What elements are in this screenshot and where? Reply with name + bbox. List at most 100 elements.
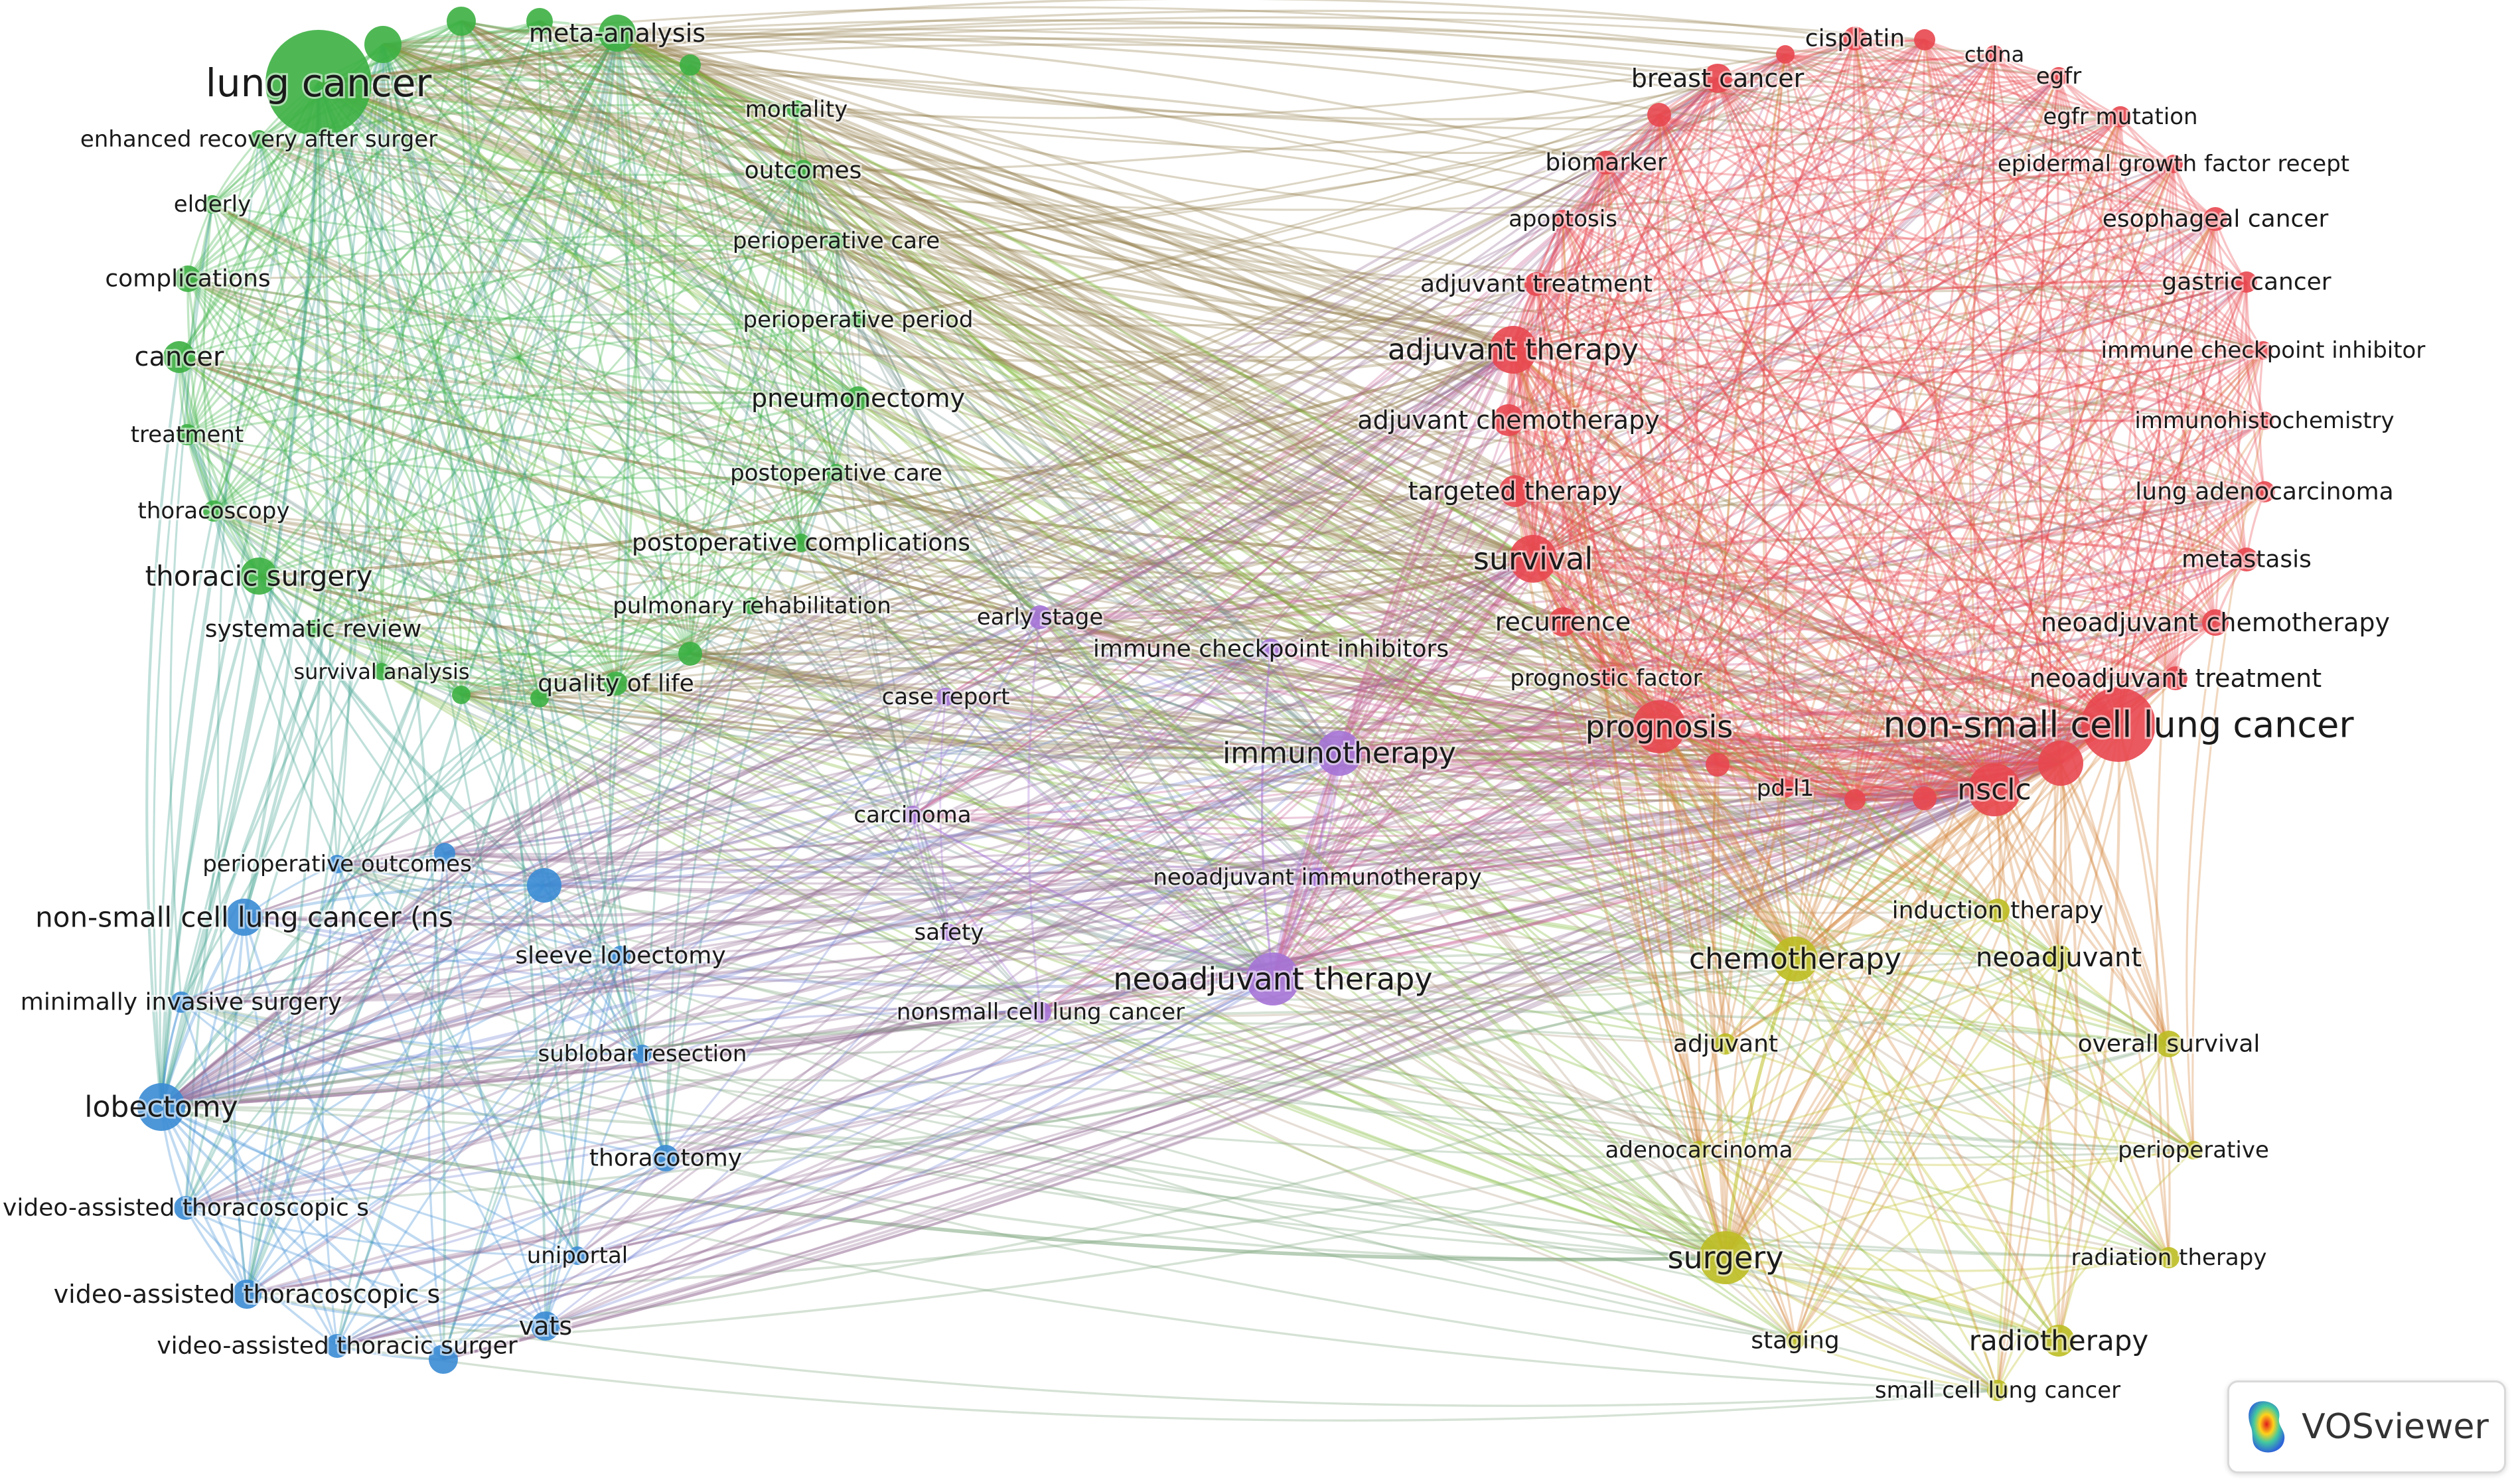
node-red[interactable] — [2202, 609, 2229, 636]
node-red[interactable] — [1524, 272, 1548, 296]
node-green[interactable] — [203, 195, 222, 214]
node-red[interactable] — [1703, 64, 1732, 93]
node-green[interactable] — [265, 30, 372, 136]
node-green[interactable] — [250, 130, 268, 149]
node-blue[interactable] — [226, 899, 263, 936]
node-yellow[interactable] — [2184, 1141, 2203, 1159]
edge — [664, 398, 859, 1159]
node-green[interactable] — [846, 386, 870, 410]
node-yellow[interactable] — [1773, 936, 1818, 982]
node-red[interactable] — [1968, 763, 2021, 816]
node-yellow[interactable] — [2158, 1247, 2180, 1268]
node-purple[interactable] — [1260, 638, 1282, 660]
node-green[interactable] — [452, 686, 471, 704]
node-green[interactable] — [240, 557, 277, 595]
node-red[interactable] — [1493, 404, 1524, 436]
node-green[interactable] — [792, 160, 814, 181]
node-green[interactable] — [604, 672, 628, 696]
node-blue[interactable] — [137, 1083, 185, 1131]
node-green[interactable] — [743, 597, 761, 615]
node-blue[interactable] — [611, 946, 630, 966]
node-red[interactable] — [1985, 45, 2004, 64]
node-red[interactable] — [1594, 151, 1618, 175]
node-yellow[interactable] — [1690, 1141, 1708, 1159]
node-yellow[interactable] — [1986, 899, 2010, 923]
node-red[interactable] — [2235, 548, 2258, 571]
node-purple[interactable] — [1317, 731, 1362, 776]
node-green[interactable] — [530, 689, 549, 707]
node-red[interactable] — [1913, 786, 1937, 810]
node-red[interactable] — [1914, 29, 1935, 50]
node-red[interactable] — [2049, 67, 2068, 86]
node-red[interactable] — [1489, 326, 1537, 374]
node-red[interactable] — [1509, 535, 1557, 583]
node-blue[interactable] — [652, 1145, 679, 1171]
node-red[interactable] — [2081, 688, 2156, 762]
node-green[interactable] — [447, 7, 476, 36]
node-blue[interactable] — [328, 855, 346, 873]
node-purple[interactable] — [1030, 1002, 1051, 1023]
node-green[interactable] — [175, 265, 201, 292]
node-green[interactable] — [792, 534, 810, 552]
node-blue[interactable] — [434, 843, 455, 864]
node-green[interactable] — [177, 424, 198, 445]
node-red[interactable] — [1499, 475, 1531, 507]
edge — [1532, 557, 2061, 765]
node-red[interactable] — [1595, 668, 1617, 689]
node-red[interactable] — [1776, 45, 1795, 64]
node-purple[interactable] — [936, 688, 955, 706]
node-red[interactable] — [1776, 779, 1795, 798]
node-green[interactable] — [787, 100, 806, 119]
node-green[interactable] — [599, 15, 636, 52]
node-red[interactable] — [2038, 741, 2083, 786]
node-blue[interactable] — [633, 1045, 652, 1063]
node-green[interactable] — [828, 232, 845, 250]
node-green[interactable] — [680, 54, 701, 76]
node-green[interactable] — [526, 8, 553, 35]
node-red[interactable] — [1633, 700, 1686, 753]
node-yellow[interactable] — [1786, 1331, 1805, 1350]
node-red[interactable] — [1548, 607, 1578, 636]
node-purple[interactable] — [1028, 605, 1052, 629]
node-red[interactable] — [1843, 27, 1867, 50]
node-green[interactable] — [827, 464, 846, 482]
node-blue[interactable] — [232, 1280, 261, 1309]
node-purple[interactable] — [1246, 952, 1299, 1005]
node-blue[interactable] — [174, 1196, 198, 1220]
edge — [318, 82, 1041, 619]
node-red[interactable] — [2236, 271, 2257, 293]
node-blue[interactable] — [531, 1311, 560, 1341]
node-red[interactable] — [2255, 411, 2274, 430]
node-yellow[interactable] — [1715, 1033, 1736, 1055]
node-green[interactable] — [678, 642, 702, 666]
node-blue[interactable] — [429, 1345, 458, 1374]
node-yellow[interactable] — [2045, 944, 2072, 971]
node-red[interactable] — [1554, 210, 1572, 228]
node-yellow[interactable] — [2043, 1325, 2075, 1357]
node-red[interactable] — [2164, 155, 2183, 173]
node-green[interactable] — [203, 500, 224, 522]
node-yellow[interactable] — [1987, 1380, 2008, 1401]
node-yellow[interactable] — [2156, 1031, 2182, 1057]
node-red[interactable] — [2164, 666, 2187, 690]
node-green[interactable] — [163, 341, 195, 373]
node-green[interactable] — [304, 620, 323, 638]
node-red[interactable] — [1647, 103, 1671, 127]
node-yellow[interactable] — [1699, 1231, 1752, 1284]
node-red[interactable] — [2254, 481, 2275, 502]
node-purple[interactable] — [903, 806, 922, 824]
node-blue[interactable] — [171, 992, 192, 1013]
node-red[interactable] — [2110, 106, 2131, 127]
node-blue[interactable] — [325, 1334, 349, 1358]
node-green[interactable] — [373, 663, 390, 680]
node-red[interactable] — [2254, 341, 2272, 360]
node-green[interactable] — [850, 311, 867, 329]
node-green[interactable] — [364, 26, 402, 63]
node-purple[interactable] — [940, 924, 958, 941]
node-purple[interactable] — [1308, 868, 1327, 887]
node-blue[interactable] — [568, 1246, 587, 1265]
node-red[interactable] — [1706, 753, 1730, 777]
node-red[interactable] — [1844, 789, 1866, 810]
node-blue[interactable] — [527, 868, 561, 903]
node-red[interactable] — [2203, 207, 2227, 231]
